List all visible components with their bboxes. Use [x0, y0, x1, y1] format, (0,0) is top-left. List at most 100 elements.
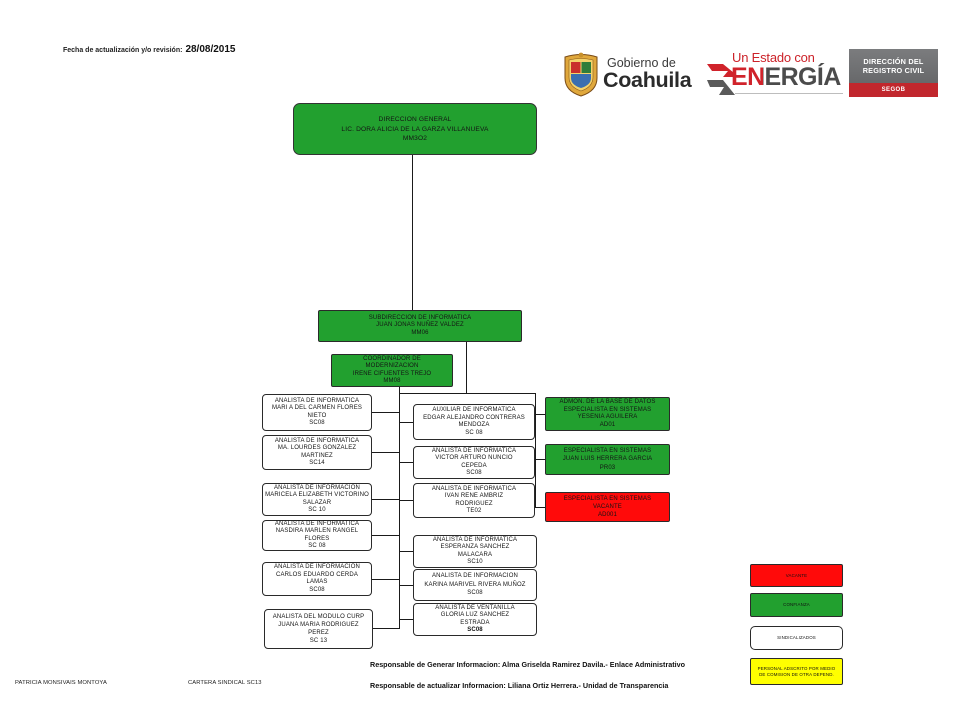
- node-line: MM3O2: [402, 135, 428, 142]
- node-line: CEPEDA: [461, 462, 487, 469]
- org-node-carlos-cerda: ANALISTA DE INFORMACION CARLOS EDUARDO C…: [262, 562, 372, 596]
- node-line: ANALISTA DE INFORMACION: [273, 484, 361, 491]
- registro-line2: REGISTRO CIVIL: [862, 66, 925, 75]
- connector-line: [372, 535, 399, 536]
- connector-line: [372, 452, 399, 453]
- org-node-yesenia-aguilera: ADMON. DE LA BASE DE DATOS ESPECIALISTA …: [545, 397, 670, 431]
- legend-vacante: VACANTE: [750, 564, 843, 587]
- org-node-nasdira-rangel: ANALISTA DE INFORMATICA NASDIRA MARLEN R…: [262, 520, 372, 551]
- node-line: VICTOR ARTURO NUNCIO: [435, 455, 513, 461]
- node-line: JUAN LUIS HERRERA GARCIA: [562, 456, 653, 463]
- connector-line: [372, 499, 399, 500]
- node-line: AUXILIAR DE INFORMATICA: [432, 407, 516, 413]
- org-node-gloria-sanchez: ANALISTA DE VENTANILLA GLORIA LUZ SANCHE…: [413, 603, 537, 636]
- org-node-direccion-general: DIRECCION GENERAL LIC. DORA ALICIA DE LA…: [293, 103, 537, 155]
- node-line: COORDINADOR DE: [363, 355, 421, 362]
- connector-line: [399, 500, 413, 501]
- org-node-esperanza-sanchez: ANALISTA DE INFORMATICA ESPERANZA SANCHE…: [413, 535, 537, 568]
- legend-label: CONFIANZA: [783, 602, 810, 608]
- node-line: ANALISTA DEL MODULO CURP: [272, 613, 365, 620]
- node-line: SC08: [309, 586, 325, 593]
- node-line: VACANTE: [593, 504, 622, 510]
- node-line: ANALISTA DE INFORMACION: [273, 564, 361, 570]
- node-line: ANALISTA DE INFORMATICA: [274, 397, 360, 404]
- legend-label: DE COMISION DE OTRA DEPEND.: [759, 671, 834, 677]
- node-line: MARICELA ELIZABETH VICTORINO: [265, 492, 369, 498]
- node-line: ANALISTA DE INFORMACION: [431, 573, 519, 580]
- node-line: ANALISTA DE INFORMATICA: [432, 536, 518, 543]
- node-line: MENDOZA: [458, 422, 490, 428]
- connector-line: [373, 628, 399, 629]
- connector-line: [399, 551, 413, 552]
- node-line: SC08: [309, 420, 325, 426]
- node-line: IRENE CIFUENTES TREJO: [352, 370, 432, 377]
- node-line: SC08: [466, 470, 482, 476]
- node-line: SC14: [309, 460, 325, 466]
- node-line: SUBDIRECCION DE INFORMATICA: [368, 314, 472, 321]
- legend-confianza: CONFIANZA: [750, 593, 843, 617]
- node-line: ADMON. DE LA BASE DE DATOS: [559, 399, 656, 405]
- connector-line: [535, 507, 545, 508]
- legend-comision: PERSONAL ADSCRITO POR MEDIO DE COMISION …: [750, 658, 843, 685]
- node-line: LIC. DORA ALICIA DE LA GARZA VILLANUEVA: [341, 125, 489, 133]
- connector-line: [412, 155, 413, 310]
- node-line: AD01: [599, 421, 616, 428]
- connector-line: [399, 619, 413, 620]
- org-node-ivan-ambriz: ANALISTA DE INFORMATICA IVAN RENE AMBRIZ…: [413, 483, 535, 518]
- energia-tagline-decoration: [735, 93, 843, 94]
- org-node-maria-del-carmen-flores: ANALISTA DE INFORMATICA MARI A DEL CARME…: [262, 394, 372, 431]
- node-line: JUANA MARIA RODRIGUEZ: [278, 621, 359, 628]
- org-node-lourdes-gonzalez: ANALISTA DE INFORMATICA MA. LOURDES GONZ…: [262, 435, 372, 470]
- org-node-juan-luis-herrera: ESPECIALISTA EN SISTEMAS JUAN LUIS HERRE…: [545, 444, 670, 475]
- node-line: IVAN RENE AMBRIZ: [444, 493, 504, 499]
- gobierno-de-label: Gobierno de: [607, 56, 676, 70]
- update-date-line: Fecha de actualización y/o revisión:28/0…: [63, 39, 236, 57]
- node-line: MARI A DEL CARMEN FLORES: [271, 405, 363, 411]
- node-line: SC 08: [465, 429, 483, 436]
- org-node-coordinador-modernizacion: COORDINADOR DE MODERNIZACION IRENE CIFUE…: [331, 354, 453, 387]
- node-line: SC10: [467, 559, 483, 565]
- node-line: YESENIA AGUILERA: [577, 414, 638, 420]
- registro-civil-logo: DIRECCIÓN DEL REGISTRO CIVIL SEGOB: [849, 49, 938, 97]
- connector-line: [399, 462, 413, 463]
- node-line: SALAZAR: [302, 499, 332, 506]
- footer-cartera: CARTERA SINDICAL SC13: [188, 680, 262, 686]
- node-line: SC08: [467, 590, 483, 597]
- org-node-subdireccion-informatica: SUBDIRECCION DE INFORMATICA JUAN JONAS N…: [318, 310, 522, 342]
- legend-sindicalizados: SINDICALIZADOS: [750, 626, 843, 650]
- node-line: SC 13: [309, 638, 328, 645]
- footer-name: PATRICIA MONSIVAIS MONTOYA: [15, 680, 107, 686]
- node-line: ESPECIALISTA EN SISTEMAS: [563, 496, 652, 502]
- responsable-generar: Responsable de Generar Informacion: Alma…: [370, 660, 686, 669]
- connector-line: [535, 459, 545, 460]
- node-line: NIETO: [307, 412, 327, 419]
- legend-label: VACANTE: [785, 572, 808, 578]
- connector-line: [399, 585, 413, 586]
- org-node-karina-rivera: ANALISTA DE INFORMACION KARINA MARIVEL R…: [413, 569, 537, 601]
- node-line: LAMAS: [306, 579, 328, 585]
- coahuila-wordmark: Coahuila: [603, 68, 692, 92]
- org-node-victor-nuncio: ANALISTA DE INFORMATICA VICTOR ARTURO NU…: [413, 446, 535, 479]
- node-line: ESTRADA: [460, 619, 490, 626]
- connector-line: [372, 412, 399, 413]
- node-line: MM08: [383, 378, 401, 384]
- connector-line: [535, 414, 545, 415]
- segob-badge: SEGOB: [849, 83, 938, 97]
- node-line: RODRIGUEZ: [455, 500, 493, 507]
- update-date: 28/08/2015: [185, 44, 236, 55]
- node-line: SC 08: [308, 543, 326, 549]
- node-line: ANALISTA DE INFORMATICA: [431, 485, 517, 492]
- update-label: Fecha de actualización y/o revisión:: [63, 47, 183, 54]
- node-line: MA. LOURDES GONZALEZ: [277, 445, 357, 451]
- connector-line: [399, 422, 413, 423]
- node-line: PR03: [599, 464, 616, 471]
- node-line: MODERNIZACION: [365, 363, 419, 369]
- connector-line: [399, 387, 400, 629]
- org-node-edgar-contreras: AUXILIAR DE INFORMATICA EDGAR ALEJANDRO …: [413, 404, 535, 440]
- node-line: ANALISTA DE VENTANILLA: [435, 604, 515, 611]
- energia-arrow-icon: [704, 60, 742, 98]
- node-line: DIRECCION GENERAL: [378, 116, 452, 123]
- node-line: MARTINEZ: [301, 452, 333, 459]
- node-line: ANALISTA DE INFORMATICA: [274, 437, 360, 444]
- node-line: CARLOS EDUARDO CERDA: [275, 571, 358, 578]
